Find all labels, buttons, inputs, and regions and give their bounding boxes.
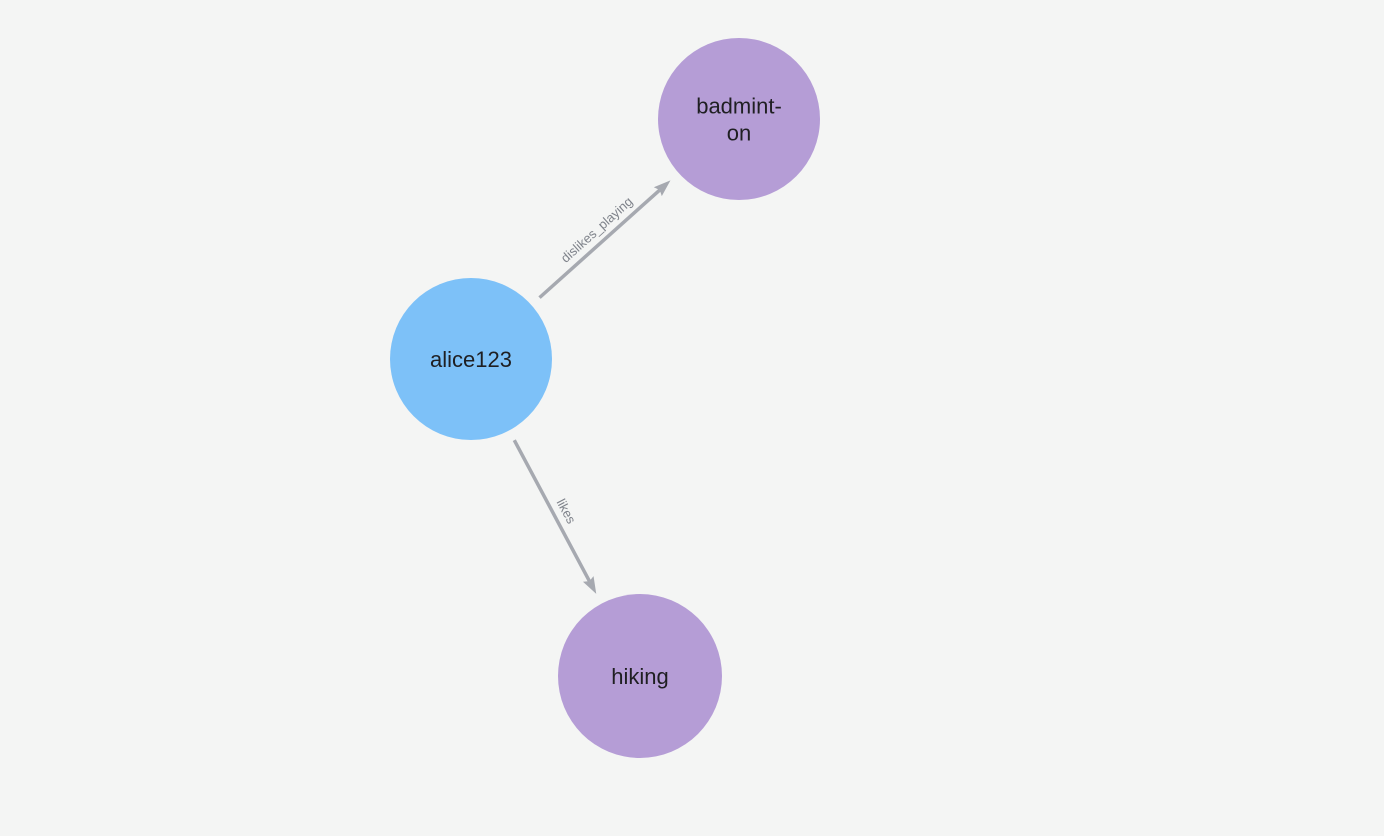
graph-node-badminton[interactable]: badmint-on — [658, 38, 820, 200]
node-circle — [558, 594, 722, 758]
edge-arrowhead-icon — [653, 180, 671, 197]
node-label: hiking — [611, 664, 668, 689]
graph-edge-likes[interactable]: likes — [512, 439, 597, 594]
graph-node-hiking[interactable]: hiking — [558, 594, 722, 758]
edge-line — [538, 188, 661, 299]
graph-node-alice123[interactable]: alice123 — [390, 278, 552, 440]
node-circle — [658, 38, 820, 200]
node-label: badmint-on — [696, 93, 782, 145]
node-label: alice123 — [430, 347, 512, 372]
graph-edge-dislikes_playing[interactable]: dislikes_playing — [538, 180, 671, 299]
edge-arrowhead-icon — [582, 576, 597, 594]
edge-label: dislikes_playing — [558, 194, 636, 266]
node-circle — [390, 278, 552, 440]
edge-line — [512, 439, 591, 583]
